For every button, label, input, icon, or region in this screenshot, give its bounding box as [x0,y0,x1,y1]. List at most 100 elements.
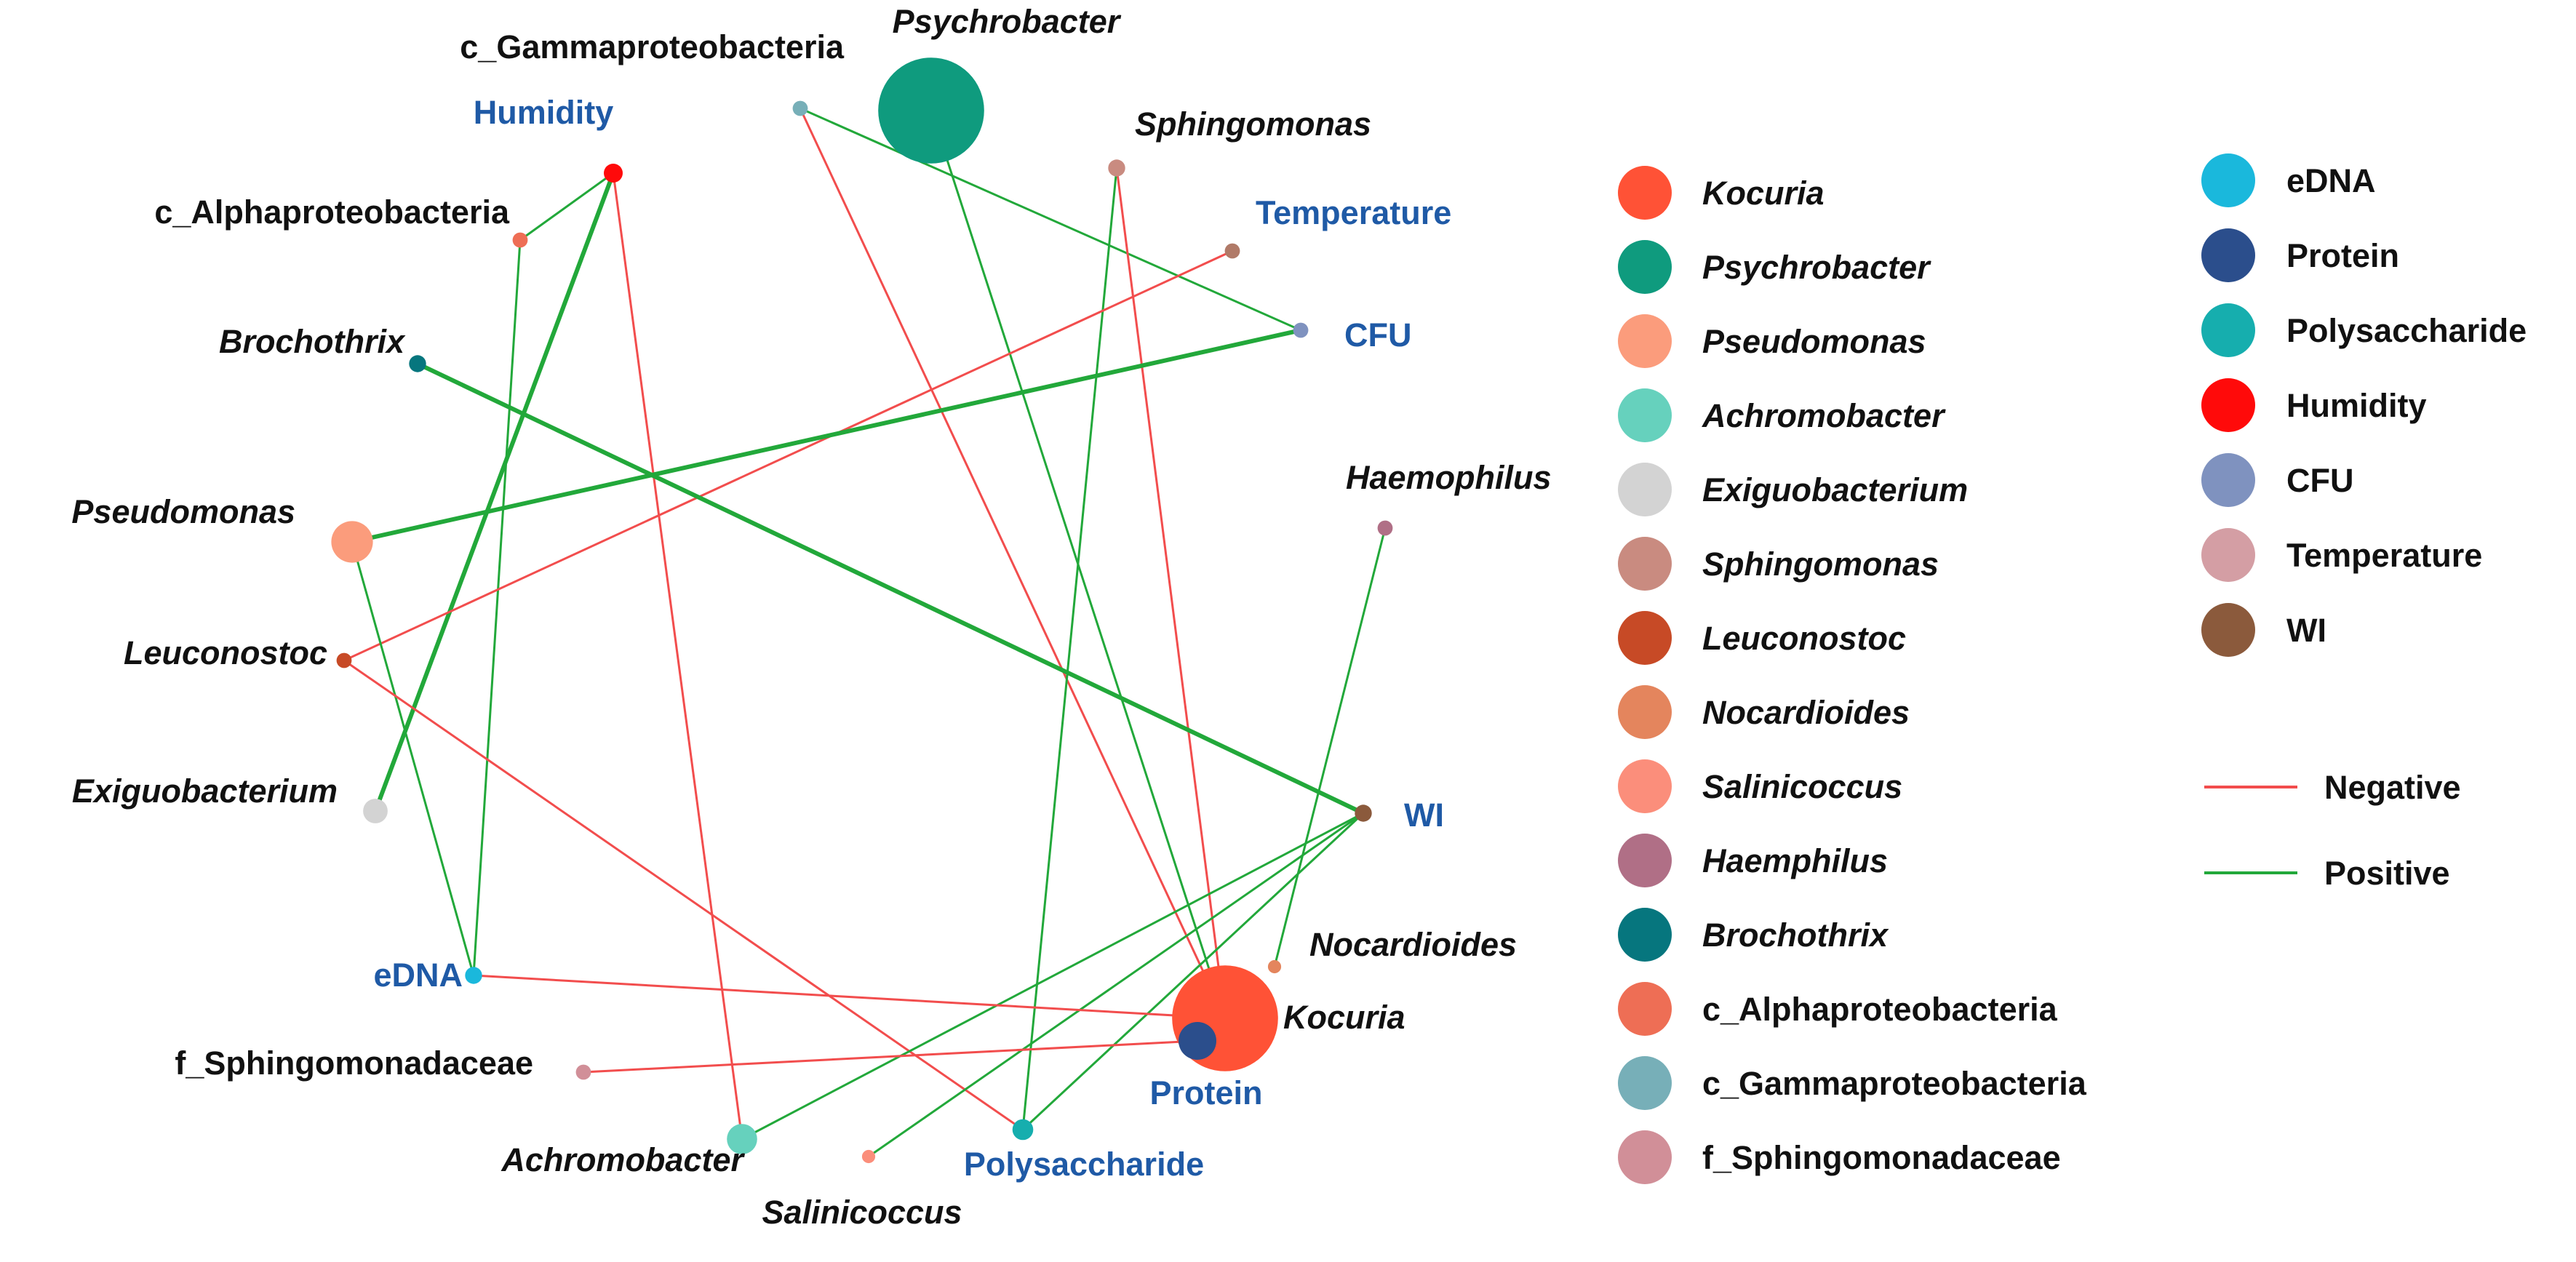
node-label-temperature: Temperature [1256,194,1451,231]
edge-negative-sphingomonas-kocuria [1115,167,1227,1019]
node-label-gamma: c_Gammaproteobacteria [460,28,845,65]
legend-label-7: Nocardioides [1702,694,1910,731]
edge-positive-humidity-alpha [519,172,614,241]
legend-swatch-8 [1618,759,1672,813]
legend-swatch-11 [1618,982,1672,1036]
node-temperature [1224,243,1240,259]
legend-label-13: f_Sphingomonadaceae [1702,1139,2061,1176]
edge-positive-wi-salinicoccus [868,812,1364,1158]
edge-negative-fsphingo-protein [583,1039,1198,1074]
node-haemophilus [1377,520,1393,536]
node-label-brochothrix: Brochothrix [219,323,406,360]
node-label-psychrobacter: Psychrobacter [893,3,1122,40]
legend-swatch-12 [1618,1056,1672,1110]
legend-swatch-18 [2201,453,2255,507]
legend-swatch-10 [1618,908,1672,962]
legend-swatch-6 [1618,611,1672,665]
edge-positive-pseudomonas-edna [351,541,475,976]
legend-label-17: Humidity [2286,387,2427,424]
edge-negative-gamma-kocuria [799,108,1227,1019]
legend-swatch-19 [2201,528,2255,582]
legend-label-2: Pseudomonas [1702,323,1926,360]
edges-layer [343,107,1387,1158]
edge-positive-cfu-pseudomonas [351,328,1301,544]
node-salinicoccus [861,1149,876,1164]
node-humidity [604,164,623,183]
legend-label-18: CFU [2286,462,2353,499]
edge-positive-alpha-edna [472,239,522,976]
node-fsphingo [575,1064,591,1080]
node-nocardioides [1267,959,1282,974]
node-exiguobacterium [363,799,388,823]
legend-label-3: Achromobacter [1702,397,1946,434]
node-label-leuconostoc: Leuconostoc [124,634,327,671]
legend-label-1: Psychrobacter [1702,249,1931,286]
node-label-kocuria: Kocuria [1283,999,1405,1036]
edge-positive-brochothrix-wi [416,362,1365,815]
legend-label-10: Brochothrix [1702,916,1889,954]
node-sphingomonas [1108,159,1125,177]
legend-label-19: Temperature [2286,537,2482,574]
node-label-edna: eDNA [373,957,463,994]
legend-label-9: Haemphilus [1702,842,1888,879]
edge-positive-wi-polysaccharide [1021,812,1365,1131]
legend-swatch-13 [1618,1130,1672,1184]
node-edna [465,967,482,984]
node-label-achromobacter: Achromobacter [501,1141,745,1178]
legend-swatch-20 [2201,603,2255,657]
legend-line-label-positive: Positive [2324,855,2450,892]
legend-swatch-4 [1618,463,1672,516]
legend-label-4: Exiguobacterium [1702,471,1968,508]
legend-label-15: Protein [2286,237,2399,274]
legend-swatch-17 [2201,378,2255,432]
edge-negative-humidity-achromobacter [612,172,743,1140]
legend-swatch-5 [1618,537,1672,591]
node-achromobacter [727,1124,757,1154]
legend-swatch-9 [1618,834,1672,887]
node-label-sphingomonas: Sphingomonas [1135,105,1371,143]
node-label-humidity: Humidity [474,94,614,131]
node-alpha [512,232,528,248]
legend-label-0: Kocuria [1702,175,1825,212]
edge-negative-edna-kocuria [473,974,1226,1020]
node-label-polysaccharide: Polysaccharide [964,1146,1204,1183]
edge-positive-wi-achromobacter [741,812,1364,1141]
legend-swatch-7 [1618,685,1672,739]
legend-label-20: WI [2286,612,2326,649]
legend: KocuriaPsychrobacterPseudomonasAchromoba… [1618,153,2527,1184]
legend-label-5: Sphingomonas [1702,546,1939,583]
nodes-layer [331,57,1393,1164]
node-protein [1179,1022,1216,1060]
legend-label-12: c_Gammaproteobacteria [1702,1065,2087,1102]
legend-label-14: eDNA [2286,162,2376,199]
legend-swatch-15 [2201,228,2255,282]
legend-label-6: Leuconostoc [1702,620,1906,657]
node-pseudomonas [331,521,373,563]
node-label-pseudomonas: Pseudomonas [71,493,295,530]
node-label-fsphingo: f_Sphingomonadaceae [175,1045,533,1082]
node-psychrobacter [878,57,984,164]
edge-positive-humidity-exiguobacterium [373,172,615,812]
node-label-wi: WI [1404,796,1444,834]
edge-positive-haemophilus-nocardioides [1273,527,1387,967]
node-cfu [1293,322,1309,338]
node-wi [1355,804,1372,822]
edge-positive-gamma-cfu [799,107,1301,332]
legend-line-label-negative: Negative [2324,769,2461,806]
node-brochothrix [409,355,426,372]
legend-label-16: Polysaccharide [2286,312,2527,349]
legend-swatch-16 [2201,303,2255,357]
node-label-alpha: c_Alphaproteobacteria [154,193,510,231]
legend-swatch-0 [1618,166,1672,220]
node-gamma [792,100,808,116]
node-leuconostoc [336,652,352,668]
legend-label-8: Salinicoccus [1702,768,1902,805]
node-label-protein: Protein [1149,1074,1262,1111]
node-label-nocardioides: Nocardioides [1309,926,1517,963]
legend-swatch-3 [1618,388,1672,442]
legend-swatch-2 [1618,314,1672,368]
node-label-cfu: CFU [1344,316,1411,354]
legend-swatch-14 [2201,153,2255,207]
